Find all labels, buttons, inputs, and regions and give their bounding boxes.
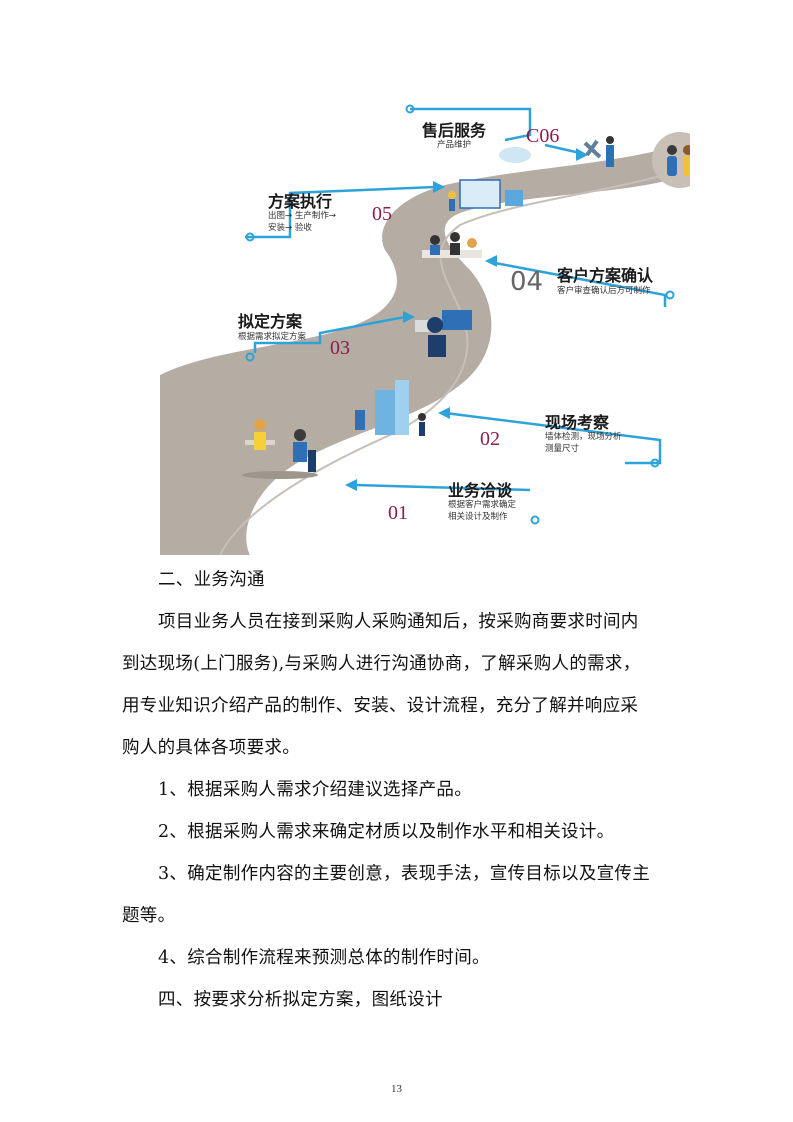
repair-tools-icon (583, 136, 614, 167)
people-icon (667, 145, 690, 176)
step-04-number: 04 (510, 267, 544, 297)
meeting-scene-icon (242, 419, 318, 479)
arrowheads (345, 148, 588, 491)
step-03-title: 拟定方案 (238, 312, 303, 331)
step-02-title: 现场考察 (545, 413, 610, 432)
road-illustration (160, 104, 690, 555)
step-01-number: 01 (388, 502, 408, 524)
list-item-2: 2、根据采购人需求来确定材质以及制作水平和相关设计。 (158, 822, 615, 842)
analytics-icon (448, 147, 531, 211)
list-item-3-continued: 题等。 (122, 906, 176, 926)
step-05-title: 方案执行 (268, 192, 333, 211)
road-path (160, 150, 670, 555)
process-diagram: 业务洽谈 根据客户需求确定 相关设计及制作 01 现场考察 墙体检测，现场分析 … (160, 95, 690, 555)
step-06-desc: 产品维护 (437, 140, 472, 150)
arrow-group (245, 107, 667, 492)
step-04-title: 客户方案确认 (557, 266, 654, 285)
step-05-number: 05 (372, 203, 392, 225)
step-02-number: 02 (480, 428, 500, 450)
list-item-1: 1、根据采购人需求介绍建议选择产品。 (158, 780, 473, 800)
step-03-number: 03 (330, 337, 350, 359)
step-06-title: 售后服务 (422, 121, 487, 140)
team-meeting-icon (422, 232, 482, 258)
step-01-desc: 根据客户需求确定 相关设计及制作 (448, 500, 517, 522)
list-item-4: 4、综合制作流程来预测总体的制作时间。 (158, 948, 490, 968)
paragraph-line: 到达现场(上门服务),与采购人进行沟通协商，了解采购人的需求， (122, 654, 641, 674)
page-number: 13 (391, 1083, 402, 1095)
section-heading-2: 二、业务沟通 (158, 570, 265, 590)
step-01-title: 业务洽谈 (448, 481, 513, 500)
list-item-3: 3、确定制作内容的主要创意，表现手法，宣传目标以及宣传主 (158, 864, 651, 884)
step-06-number: C06 (526, 125, 560, 147)
step-04-desc: 客户审查确认后方可制作 (557, 286, 651, 296)
step-02-desc: 墙体检测，现场分析 测量尺寸 (545, 432, 622, 454)
step-03-desc: 根据需求拟定方案 (238, 332, 307, 342)
workstation-icon (415, 310, 472, 357)
section-heading-4: 四、按要求分析拟定方案，图纸设计 (158, 990, 443, 1010)
paragraph-line: 用专业知识介绍产品的制作、安装、设计流程，充分了解并响应采 (122, 696, 639, 716)
step-05-desc: 出图→ 生产制作→ 安装→ 验收 (268, 211, 336, 233)
paragraph-line: 购人的具体各项要求。 (122, 738, 300, 758)
buildings-icon (355, 380, 426, 436)
arrow-dots (245, 104, 675, 525)
paragraph-line: 项目业务人员在接到采购人采购通知后，按采购商要求时间内 (158, 612, 639, 632)
